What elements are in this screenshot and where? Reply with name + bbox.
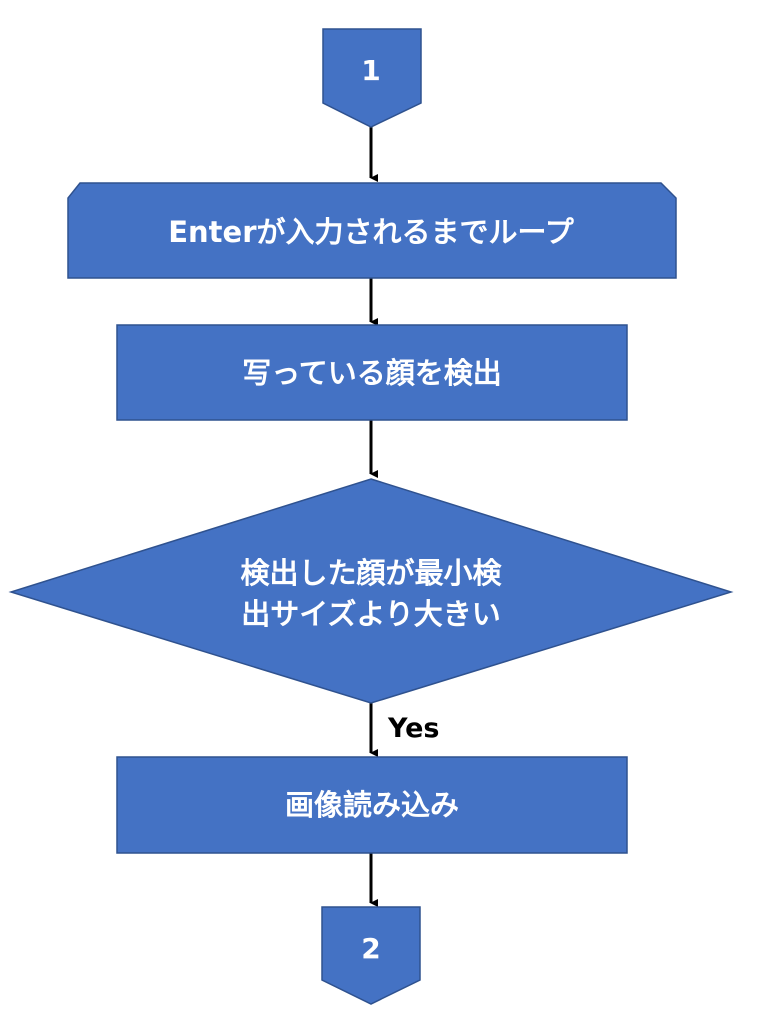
loop-limit-label: Enterが入力されるまでループ: [168, 215, 575, 249]
start-connector-shape: [322, 28, 422, 128]
decision-label-line2: 出サイズより大きい: [241, 597, 501, 631]
read-process-label: 画像読み込み: [285, 788, 459, 822]
end-connector-shape: [321, 906, 421, 1005]
decision-label-line1: 検出した顔が最小検: [240, 556, 502, 590]
edge-label-yes: Yes: [387, 713, 439, 744]
loop-limit-shape: [67, 182, 677, 279]
end-connector-label: 2: [361, 932, 380, 965]
node-loop-limit: Enterが入力されるまでループ: [67, 182, 677, 279]
node-detect-process: 写っている顔を検出: [116, 324, 628, 421]
decision-shape: [8, 478, 734, 704]
node-end-connector: 2: [321, 906, 421, 1005]
detect-process-shape: [116, 324, 628, 421]
node-read-process: 画像読み込み: [116, 756, 628, 854]
start-connector-label: 1: [361, 54, 380, 87]
node-start-connector: 1: [322, 28, 422, 128]
detect-process-label: 写っている顔を検出: [242, 356, 502, 390]
node-decision: 検出した顔が最小検 出サイズより大きい: [8, 478, 734, 704]
read-process-shape: [116, 756, 628, 854]
